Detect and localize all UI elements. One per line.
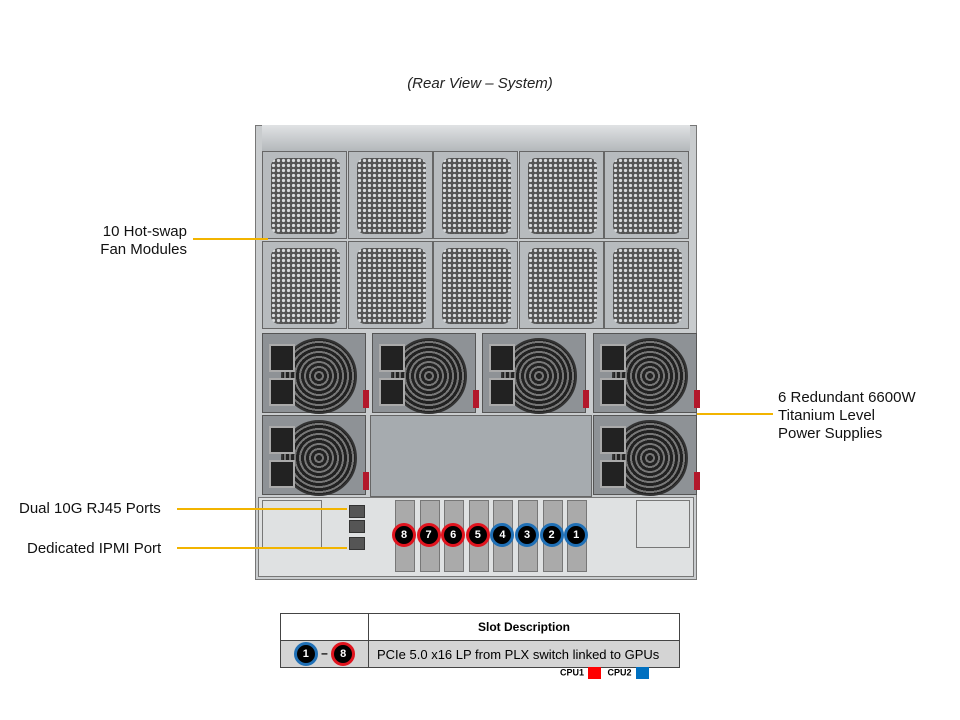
power-socket bbox=[600, 378, 626, 406]
release-handle[interactable] bbox=[473, 390, 479, 408]
cpu-legend: CPU1 CPU2 bbox=[560, 667, 653, 679]
power-socket bbox=[379, 344, 405, 372]
callout-line bbox=[177, 508, 347, 510]
legend-label-cpu1: CPU1 bbox=[560, 667, 585, 678]
release-handle[interactable] bbox=[694, 472, 700, 490]
fan-module[interactable] bbox=[262, 241, 347, 329]
table-header-empty bbox=[280, 613, 369, 641]
release-handle[interactable] bbox=[583, 390, 589, 408]
release-handle[interactable] bbox=[363, 472, 369, 490]
table-header: Slot Description bbox=[368, 613, 680, 641]
fan-module[interactable] bbox=[262, 151, 347, 239]
label-line: 6 Redundant 6600W bbox=[778, 389, 916, 406]
callout-line bbox=[193, 238, 268, 240]
slot-badge-cpu1: 8 bbox=[331, 642, 356, 666]
power-socket bbox=[600, 426, 626, 454]
label-line: Titanium Level bbox=[778, 407, 875, 424]
power-supply[interactable] bbox=[262, 415, 369, 496]
slot-badge: 8 bbox=[392, 523, 416, 547]
power-socket bbox=[600, 460, 626, 488]
fan-grill-icon bbox=[271, 158, 340, 234]
legend-swatch-cpu2 bbox=[635, 667, 649, 679]
slot-badge: 7 bbox=[416, 523, 441, 547]
release-handle[interactable] bbox=[363, 390, 369, 408]
fan-grill-icon bbox=[442, 248, 512, 324]
chassis-top-cover bbox=[262, 125, 690, 151]
fan-module[interactable] bbox=[347, 151, 433, 239]
slot-badge-cpu2: 1 bbox=[293, 642, 318, 666]
lan-port[interactable] bbox=[349, 505, 365, 518]
power-supply[interactable] bbox=[482, 333, 589, 414]
slot-badge: 3 bbox=[515, 523, 539, 547]
slot-badge: 1 bbox=[564, 523, 589, 547]
label-line: 10 Hot-swap bbox=[102, 223, 187, 240]
power-supply[interactable] bbox=[593, 415, 700, 496]
fan-grill-icon bbox=[613, 248, 683, 324]
callout-line bbox=[697, 413, 773, 415]
label-line: Power Supplies bbox=[778, 425, 883, 442]
callout-line bbox=[177, 547, 347, 549]
power-socket bbox=[489, 378, 515, 406]
power-socket bbox=[269, 426, 295, 454]
fan-grill-icon bbox=[613, 158, 683, 234]
fan-module[interactable] bbox=[518, 151, 604, 239]
fan-grill-icon bbox=[527, 158, 597, 234]
fan-module[interactable] bbox=[433, 241, 519, 329]
slot-description: PCIe 5.0 x16 LP from PLX switch linked t… bbox=[368, 640, 680, 668]
lan-port[interactable] bbox=[349, 520, 365, 533]
blank-panel bbox=[370, 415, 592, 497]
fan-grill-icon bbox=[442, 158, 512, 234]
power-socket bbox=[269, 460, 295, 488]
power-socket bbox=[379, 378, 405, 406]
slot-badge: 4 bbox=[490, 523, 515, 547]
lan-ports-label: Dual 10G RJ45 Ports bbox=[19, 500, 161, 517]
power-socket bbox=[269, 378, 295, 406]
range-dash: – bbox=[321, 646, 328, 661]
slot-range: 1 – 8 bbox=[280, 640, 369, 668]
power-socket bbox=[269, 344, 295, 372]
io-side-panel bbox=[636, 500, 690, 548]
power-socket bbox=[489, 344, 515, 372]
fan-grill-icon bbox=[271, 248, 340, 324]
release-handle[interactable] bbox=[694, 390, 700, 408]
slot-badge: 6 bbox=[441, 523, 466, 547]
slot-badge: 5 bbox=[465, 523, 490, 547]
ipmi-port[interactable] bbox=[349, 537, 365, 550]
label-line: Fan Modules bbox=[100, 241, 187, 258]
fan-module[interactable] bbox=[347, 241, 433, 329]
legend-swatch-cpu1 bbox=[588, 667, 602, 679]
fan-module[interactable] bbox=[433, 151, 519, 239]
power-supply[interactable] bbox=[262, 333, 369, 414]
slot-description-table: Slot Description 1 – 8 PCIe 5.0 x16 LP f… bbox=[280, 613, 680, 668]
power-supply[interactable] bbox=[593, 333, 700, 414]
fan-module[interactable] bbox=[518, 241, 604, 329]
power-socket bbox=[600, 344, 626, 372]
fan-module[interactable] bbox=[604, 151, 690, 239]
fan-grill-icon bbox=[527, 248, 597, 324]
power-supply[interactable] bbox=[372, 333, 479, 414]
fan-module[interactable] bbox=[604, 241, 690, 329]
slot-badge: 2 bbox=[539, 523, 564, 547]
view-title: (Rear View – System) bbox=[407, 75, 553, 92]
fan-grill-icon bbox=[356, 158, 426, 234]
legend-label-cpu2: CPU2 bbox=[607, 667, 632, 678]
fan-grill-icon bbox=[356, 248, 426, 324]
ipmi-port-label: Dedicated IPMI Port bbox=[27, 540, 162, 557]
